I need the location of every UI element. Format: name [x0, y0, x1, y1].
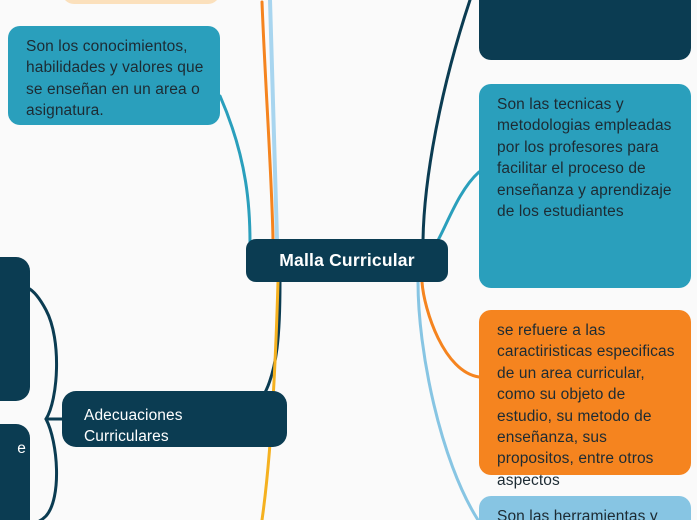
node-desarrollen[interactable]: y desarrollen para enfrentar los desafio…: [479, 0, 691, 60]
node-herramientas[interactable]: Son las herramientas y: [479, 496, 691, 520]
edge-central-herramientas: [416, 280, 480, 520]
edge-central-conocimientos: [218, 94, 252, 245]
node-top-left-clipped[interactable]: [62, 0, 220, 4]
central-node-malla-curricular[interactable]: Malla Curricular: [246, 239, 448, 282]
edge-left-bracket: [26, 286, 59, 421]
node-conocimientos[interactable]: Son los conocimientos, habilidades y val…: [8, 26, 220, 125]
edge-left-bracket-lower: [38, 417, 59, 520]
node-left-lower-clipped[interactable]: e: [0, 424, 30, 520]
node-caracteristicas-especificas[interactable]: se refuere a las caractiristicas especif…: [479, 310, 691, 489]
edge-central-lightblue-up: [268, 0, 279, 242]
node-tecnicas-metodologias[interactable]: Son las tecnicas y metodologias empleada…: [479, 84, 691, 288]
edge-central-adecuaciones: [260, 280, 282, 400]
node-adecuaciones-curriculares[interactable]: Adecuaciones Curriculares: [62, 391, 287, 447]
edge-central-caracteristicas: [420, 280, 481, 379]
node-left-upper-clipped[interactable]: [0, 257, 30, 401]
edge-central-topsliver: [260, 0, 275, 242]
edge-central-desarrollen: [421, 0, 472, 242]
